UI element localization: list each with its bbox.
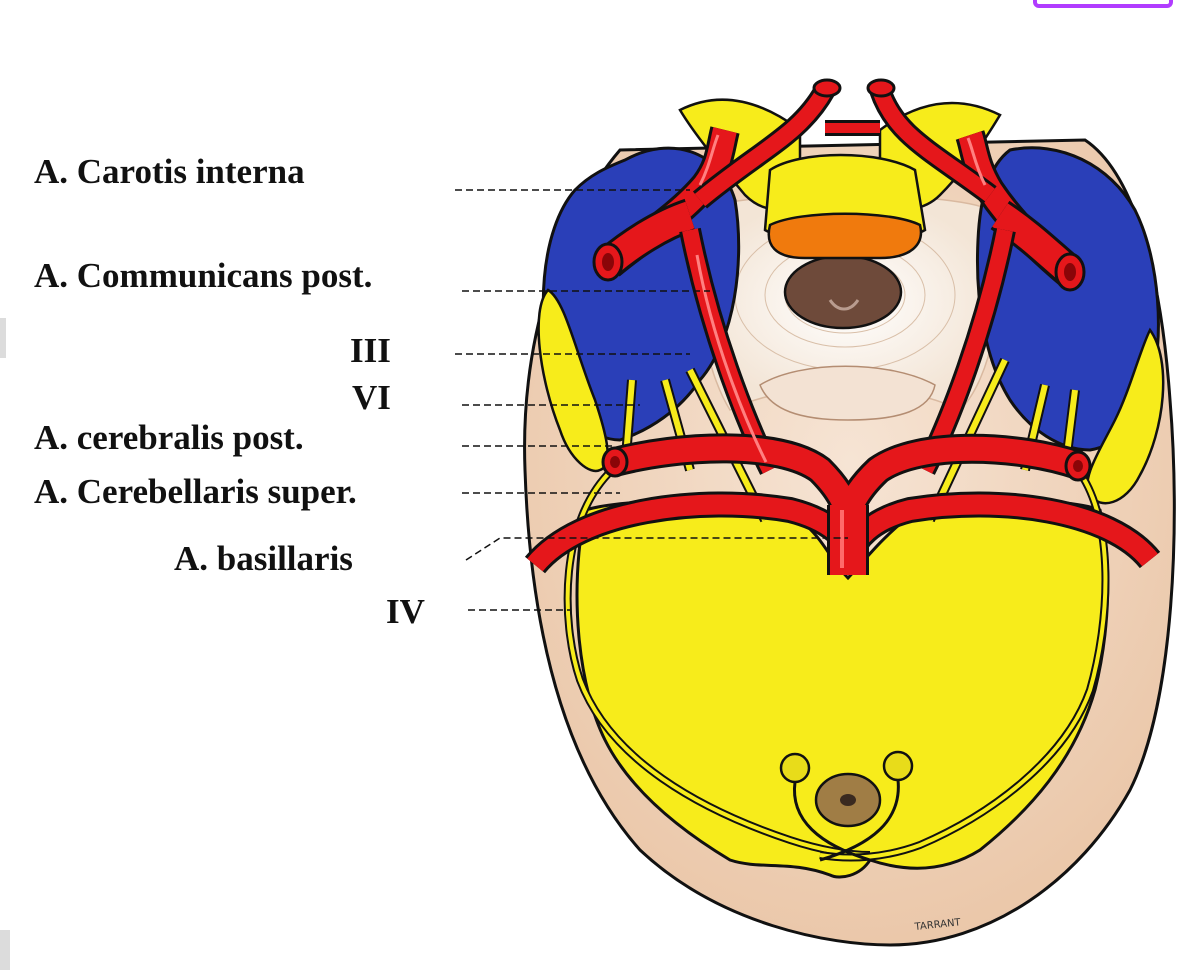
label-basillaris: A. basillaris: [174, 541, 353, 576]
middle-cerebral-right-lumen: [1064, 263, 1076, 281]
pituitary-stalk: [785, 256, 901, 328]
label-carotis-interna: A. Carotis interna: [34, 154, 305, 189]
label-nerve-vi: VI: [352, 380, 391, 415]
middle-cerebral-left-lumen: [602, 253, 614, 271]
label-cerebellaris-super: A. Cerebellaris super.: [34, 474, 357, 509]
pituitary-gland: [769, 214, 921, 258]
nerve-root-right: [884, 752, 912, 780]
nerve-root-left: [781, 754, 809, 782]
label-nerve-iv: IV: [386, 594, 425, 629]
cerebral-aqueduct-center: [840, 794, 856, 806]
label-nerve-iii: III: [350, 333, 391, 368]
cerebralis-post-left-lumen: [610, 456, 620, 468]
anterior-cerebral-right-end: [868, 80, 894, 96]
cerebralis-post-right-lumen: [1073, 460, 1083, 472]
anterior-cerebral-left-end: [814, 80, 840, 96]
label-communicans-post: A. Communicans post.: [34, 258, 372, 293]
label-cerebralis-post: A. cerebralis post.: [34, 420, 304, 455]
